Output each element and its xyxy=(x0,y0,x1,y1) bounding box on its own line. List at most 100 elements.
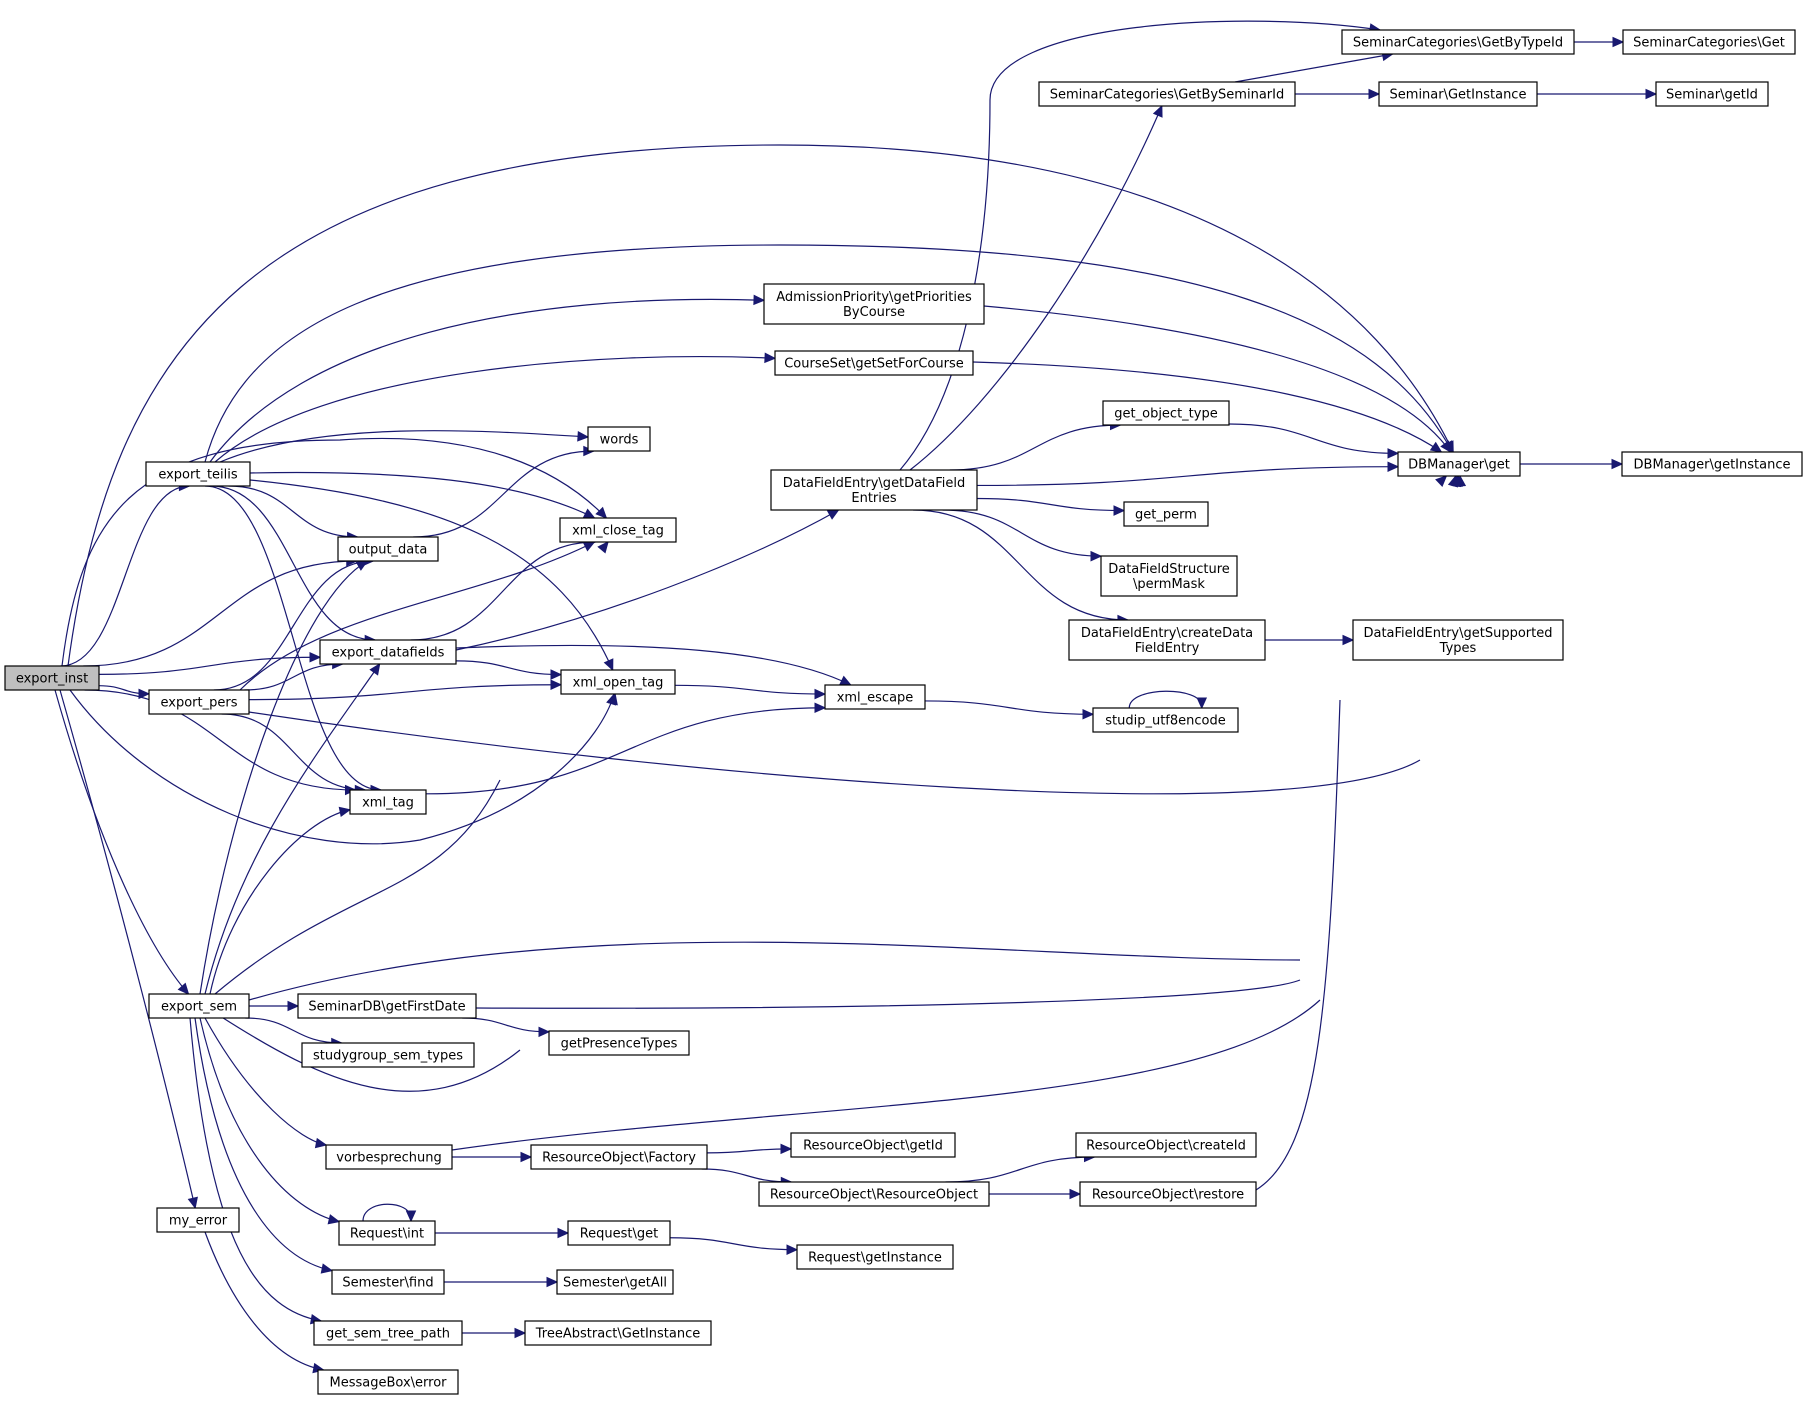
edge-xml_open_tag-to-xml_escape xyxy=(674,684,827,700)
node-box xyxy=(1092,707,1239,733)
node-box xyxy=(337,536,439,562)
node-dbm-inst[interactable]: DBManager\getInstance xyxy=(1621,451,1803,477)
node-box xyxy=(148,993,250,1019)
node-label: get_sem_tree_path xyxy=(326,1327,450,1342)
node-export-pers[interactable]: export_pers xyxy=(148,689,250,715)
node-label: SeminarCategories\Get xyxy=(1633,36,1785,51)
node-studygroup[interactable]: studygroup_sem_types xyxy=(301,1042,475,1068)
node-ro-getid[interactable]: ResourceObject\getId xyxy=(790,1132,956,1158)
node-export-sem[interactable]: export_sem xyxy=(148,993,250,1019)
edge-export_inst-to-my_error xyxy=(59,689,198,1210)
node-label: Seminar\GetInstance xyxy=(1390,88,1527,103)
node-output-data[interactable]: output_data xyxy=(337,536,439,562)
edge-export_sem-to-req_int xyxy=(199,1017,341,1225)
edge-dbm_get-to-dbm_inst xyxy=(1519,458,1624,470)
edge-dfe_get-to-dfe_create xyxy=(913,509,1130,626)
node-label: ByCourse xyxy=(843,305,905,320)
node-tree-inst[interactable]: TreeAbstract\GetInstance xyxy=(524,1320,712,1346)
node-box xyxy=(1038,81,1296,107)
node-label: DataFieldEntry\getDataField xyxy=(783,476,965,491)
edge-ro_factory-to-ro_getid xyxy=(706,1143,793,1155)
edge-dfe_get-to-get_perm xyxy=(976,497,1126,516)
node-box xyxy=(1621,451,1803,477)
edge-ro_restore-to-dbm_get xyxy=(1255,475,1448,1191)
node-box xyxy=(530,1144,708,1170)
node-presence[interactable]: getPresenceTypes xyxy=(548,1030,690,1056)
edge-export_inst-to-output_data xyxy=(83,555,358,667)
node-label: export_datafields xyxy=(332,646,445,661)
node-vorbesprechung[interactable]: vorbesprechung xyxy=(325,1144,453,1170)
node-box xyxy=(317,1369,459,1395)
node-req-inst[interactable]: Request\getInstance xyxy=(796,1244,954,1270)
node-msgbox[interactable]: MessageBox\error xyxy=(317,1369,459,1395)
node-xml-escape[interactable]: xml_escape xyxy=(824,684,926,710)
edge-get_object_type-to-dbm_get xyxy=(1228,423,1400,459)
node-dfs-perm[interactable]: DataFieldStructure\permMask xyxy=(1100,555,1238,597)
node-studip-utf8encode[interactable]: studip_utf8encode xyxy=(1092,707,1239,733)
node-sem-getall[interactable]: Semester\getAll xyxy=(556,1269,674,1295)
node-export-datafields[interactable]: export_datafields xyxy=(319,639,457,665)
node-ro-restore[interactable]: ResourceObject\restore xyxy=(1079,1181,1257,1207)
node-label: export_inst xyxy=(16,672,88,687)
node-get-object-type[interactable]: get_object_type xyxy=(1102,400,1230,426)
node-ro-factory[interactable]: ResourceObject\Factory xyxy=(530,1144,708,1170)
edge-xml_escape-to-studip_utf8encode xyxy=(924,700,1095,720)
node-req-int[interactable]: Request\int xyxy=(338,1220,436,1246)
node-export-inst[interactable]: export_inst xyxy=(4,665,100,691)
node-label: Request\get xyxy=(580,1227,659,1242)
node-label: xml_open_tag xyxy=(573,676,664,691)
node-ro-createid[interactable]: ResourceObject\createId xyxy=(1075,1132,1257,1158)
node-box xyxy=(331,1269,445,1295)
node-label: export_sem xyxy=(161,1000,237,1015)
node-seminar-getinst[interactable]: Seminar\GetInstance xyxy=(1378,81,1538,107)
node-semdb-first[interactable]: SeminarDB\getFirstDate xyxy=(297,993,477,1019)
node-label: Entries xyxy=(851,491,897,506)
node-semcat-get[interactable]: SeminarCategories\Get xyxy=(1622,29,1796,55)
node-courseset[interactable]: CourseSet\getSetForCourse xyxy=(774,350,974,376)
node-xml-open-tag[interactable]: xml_open_tag xyxy=(560,669,676,695)
node-label: export_pers xyxy=(161,696,238,711)
edge-dfe_get-to-dbm_get xyxy=(976,461,1400,487)
node-box xyxy=(1378,81,1538,107)
node-box xyxy=(1655,81,1769,107)
node-my-error[interactable]: my_error xyxy=(156,1207,240,1233)
edge-sem_tree-to-tree_inst xyxy=(462,1327,527,1339)
edge-export_datafields-to-xml_open_tag xyxy=(455,660,563,680)
node-box xyxy=(1123,501,1209,527)
node-label: studygroup_sem_types xyxy=(313,1049,463,1064)
node-label: ResourceObject\createId xyxy=(1086,1139,1246,1154)
node-xml-close-tag[interactable]: xml_close_tag xyxy=(559,517,677,543)
node-get-perm[interactable]: get_perm xyxy=(1123,501,1209,527)
node-label: xml_tag xyxy=(362,796,414,811)
node-semcat-bytype[interactable]: SeminarCategories\GetByTypeId xyxy=(1341,29,1575,55)
node-label: get_object_type xyxy=(1114,407,1217,422)
node-box xyxy=(556,1269,674,1295)
edge-my_error-to-msgbox xyxy=(204,1231,325,1374)
node-export-teilis[interactable]: export_teilis xyxy=(145,461,251,487)
node-semcat-byseminar[interactable]: SeminarCategories\GetBySeminarId xyxy=(1038,81,1296,107)
node-label: DataFieldEntry\createData xyxy=(1081,626,1253,641)
node-box xyxy=(559,517,677,543)
node-ro-ro[interactable]: ResourceObject\ResourceObject xyxy=(758,1181,990,1207)
node-words[interactable]: words xyxy=(587,426,651,452)
node-sem-tree[interactable]: get_sem_tree_path xyxy=(313,1320,463,1346)
node-seminar-getid[interactable]: Seminar\getId xyxy=(1655,81,1769,107)
node-dbm-get[interactable]: DBManager\get xyxy=(1397,451,1521,477)
node-label: Request\getInstance xyxy=(808,1251,942,1266)
node-box xyxy=(567,1220,671,1246)
node-label: words xyxy=(600,433,639,448)
edge-export_pers-to-output_data xyxy=(213,555,375,691)
node-sem-find[interactable]: Semester\find xyxy=(331,1269,445,1295)
node-xml-tag[interactable]: xml_tag xyxy=(349,789,427,815)
edge-export_sem-to-xml_open_tag xyxy=(219,692,618,1092)
node-req-get[interactable]: Request\get xyxy=(567,1220,671,1246)
edge-export_inst-to-dbm_get xyxy=(67,144,1454,667)
node-label: ResourceObject\Factory xyxy=(542,1151,696,1166)
edge-dfe_get-to-get_object_type xyxy=(949,419,1122,471)
node-label: my_error xyxy=(169,1214,228,1229)
